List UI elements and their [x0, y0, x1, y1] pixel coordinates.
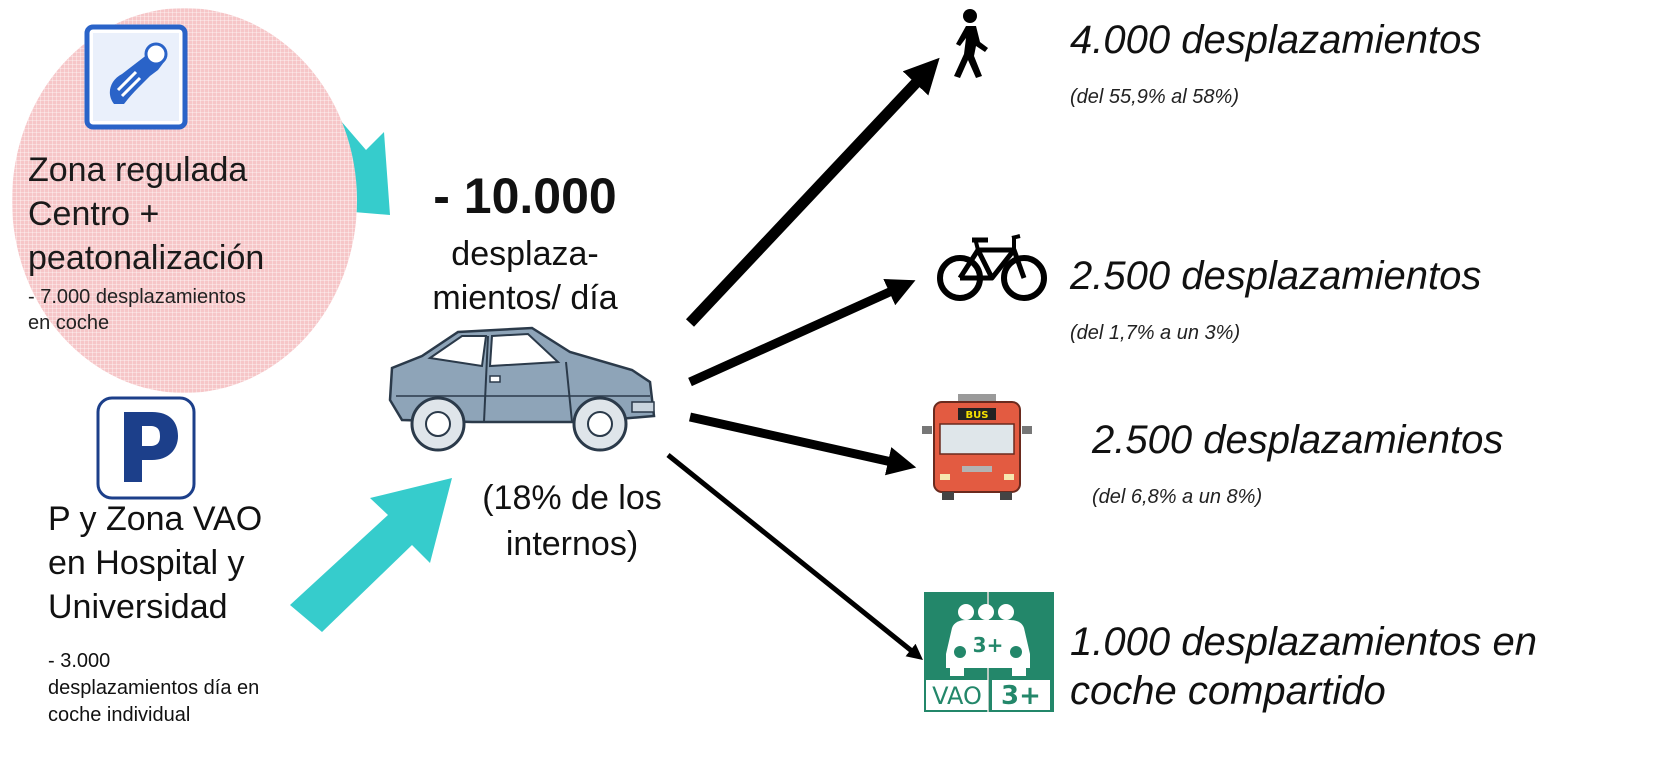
bicycle-icon — [937, 234, 1047, 301]
carpool-vao-icon: 3+ VAO 3+ — [924, 592, 1054, 712]
arrow-to-bike — [688, 278, 916, 387]
arrow-to-bus — [689, 412, 917, 476]
outcome-bike-subtitle: (del 1,7% a un 3%) — [1070, 322, 1241, 344]
parking-title: P y Zona VAO en Hospital y Universidad — [48, 500, 263, 627]
outcome-bike-title: 2.500 desplazamientos — [1070, 254, 1482, 298]
center-label: desplaza- mientos/ día — [432, 235, 618, 318]
pedestrian-icon — [954, 9, 988, 78]
parking-subtitle: - 3.000 desplazamientos día en coche ind… — [48, 650, 260, 726]
center-share: (18% de los internos) — [482, 479, 662, 563]
zone-subtitle: - 7.000 desplazamientos en coche — [28, 286, 246, 334]
zone-title: Zona regulada Centro + peatonalización — [28, 151, 265, 278]
outcome-walk-title: 4.000 desplazamientos — [1070, 18, 1482, 62]
center-value: - 10.000 — [433, 168, 617, 224]
vao-count: 3+ — [1001, 681, 1041, 711]
car-icon — [388, 326, 656, 452]
hand-coin-parking-icon — [84, 24, 188, 130]
bus-icon: BUS — [922, 394, 1032, 500]
arrow-to-vao — [666, 453, 923, 661]
arrow-to-walk — [685, 57, 940, 327]
outcome-bus-title: 2.500 desplazamientos — [1092, 418, 1504, 462]
outcome-walk-subtitle: (del 55,9% al 58%) — [1070, 86, 1239, 108]
parking-p-icon — [96, 396, 196, 500]
vao-badge: 3+ — [973, 633, 1004, 657]
outcome-vao-title: 1.000 desplazamientos en coche compartid… — [1070, 620, 1537, 713]
bus-sign: BUS — [966, 410, 989, 421]
teal-arrow-bottom — [290, 478, 452, 632]
vao-label: VAO — [932, 682, 982, 710]
outcome-bus-subtitle: (del 6,8% a un 8%) — [1092, 486, 1263, 508]
